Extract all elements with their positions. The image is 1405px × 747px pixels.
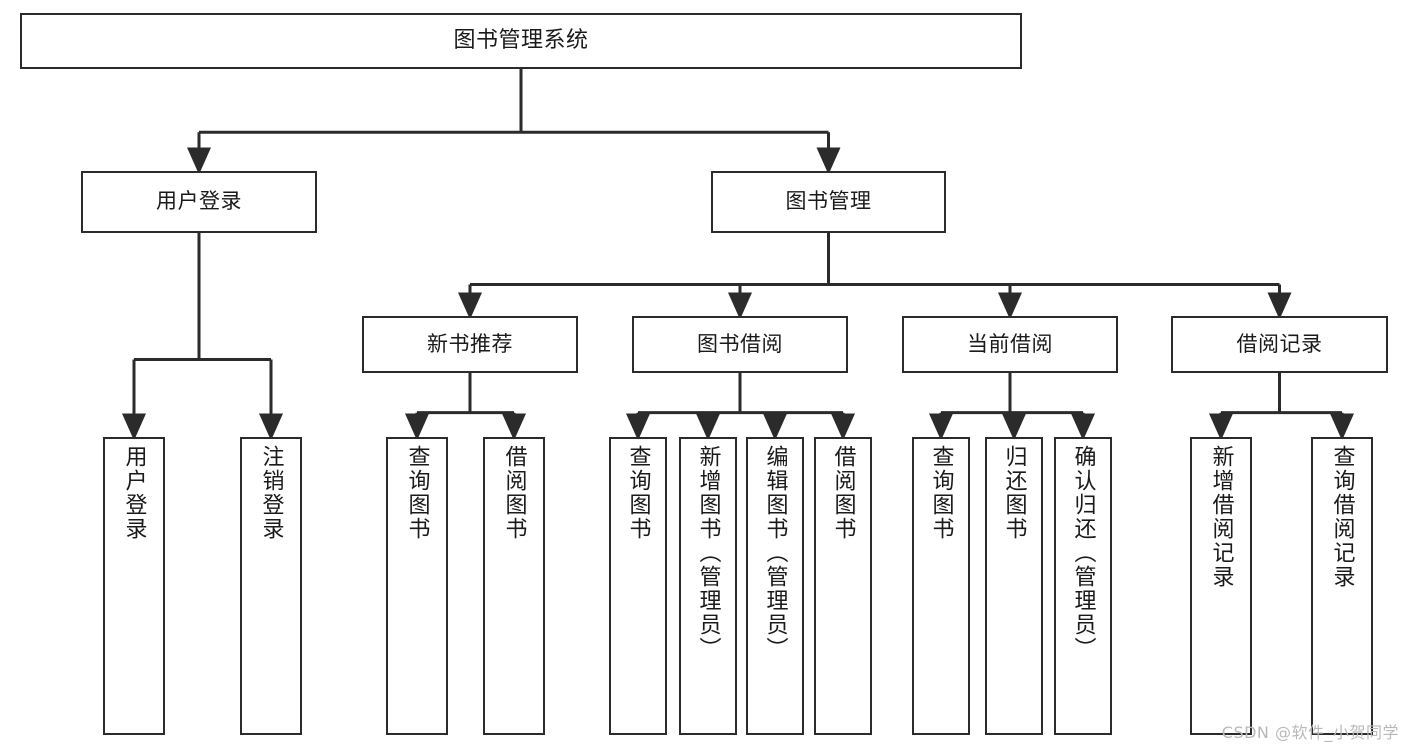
node-leaf-edit-book-label: 编辑图书（管理员）	[762, 445, 788, 661]
node-user-login-label: 用户登录	[156, 189, 242, 214]
node-borrow-record[interactable]: 借阅记录	[1171, 316, 1388, 373]
node-leaf-add-book-label: 新增图书（管理员）	[695, 445, 721, 661]
node-book-manage[interactable]: 图书管理	[711, 171, 946, 233]
node-leaf-borrow-book-2-label: 借阅图书	[830, 445, 856, 541]
node-leaf-query-book-3[interactable]: 查询图书	[912, 437, 970, 735]
node-leaf-user-login-label: 用户登录	[121, 445, 147, 541]
node-leaf-query-book-1-label: 查询图书	[404, 445, 430, 541]
node-current-borrow[interactable]: 当前借阅	[902, 316, 1118, 373]
node-new-book-recommend-label: 新书推荐	[427, 331, 513, 356]
node-leaf-add-record-label: 新增借阅记录	[1208, 445, 1234, 589]
node-current-borrow-label: 当前借阅	[967, 331, 1053, 356]
node-new-book-recommend[interactable]: 新书推荐	[362, 316, 578, 373]
node-book-borrow[interactable]: 图书借阅	[632, 316, 848, 373]
node-leaf-query-record[interactable]: 查询借阅记录	[1311, 437, 1373, 735]
node-leaf-add-record[interactable]: 新增借阅记录	[1190, 437, 1252, 735]
node-leaf-add-book[interactable]: 新增图书（管理员）	[679, 437, 737, 735]
node-leaf-user-logout-label: 注销登录	[258, 445, 284, 541]
node-book-borrow-label: 图书借阅	[697, 331, 783, 356]
node-root-label: 图书管理系统	[453, 27, 589, 53]
node-leaf-borrow-book-1-label: 借阅图书	[501, 445, 527, 541]
node-leaf-query-book-3-label: 查询图书	[928, 445, 954, 541]
node-book-manage-label: 图书管理	[785, 189, 872, 214]
node-leaf-query-record-label: 查询借阅记录	[1329, 445, 1355, 589]
node-leaf-borrow-book-1[interactable]: 借阅图书	[483, 437, 545, 735]
node-leaf-return-book[interactable]: 归还图书	[985, 437, 1043, 735]
node-leaf-return-book-label: 归还图书	[1001, 445, 1027, 541]
node-leaf-query-book-2-label: 查询图书	[625, 445, 651, 541]
node-leaf-query-book-1[interactable]: 查询图书	[386, 437, 448, 735]
node-leaf-query-book-2[interactable]: 查询图书	[609, 437, 667, 735]
node-user-login[interactable]: 用户登录	[81, 171, 317, 233]
node-leaf-confirm-return-label: 确认归还（管理员）	[1070, 445, 1096, 661]
node-leaf-edit-book[interactable]: 编辑图书（管理员）	[746, 437, 804, 735]
node-leaf-borrow-book-2[interactable]: 借阅图书	[814, 437, 872, 735]
node-root[interactable]: 图书管理系统	[20, 13, 1022, 69]
node-borrow-record-label: 借阅记录	[1236, 331, 1323, 356]
watermark-text: CSDN @软件_小贺同学	[1221, 723, 1399, 742]
node-leaf-user-logout[interactable]: 注销登录	[240, 437, 302, 735]
node-leaf-confirm-return[interactable]: 确认归还（管理员）	[1054, 437, 1112, 735]
node-leaf-user-login[interactable]: 用户登录	[103, 437, 165, 735]
